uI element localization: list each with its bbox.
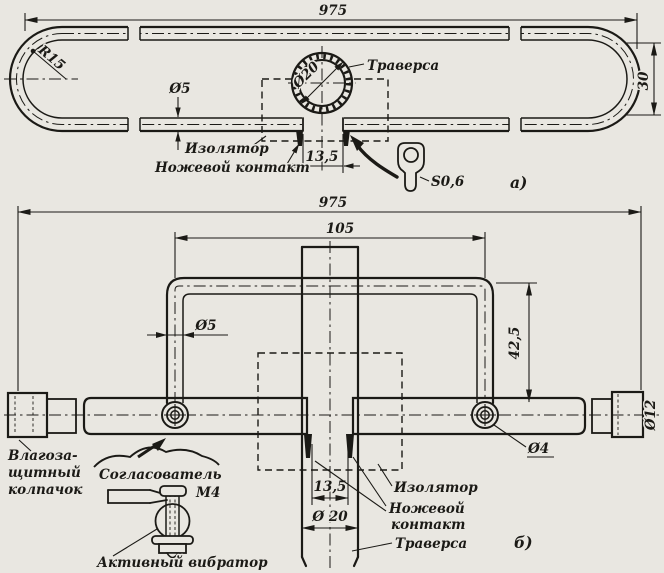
label-active-vibrator: Активный вибратор [95, 528, 270, 573]
label-traverse-b: Траверса [351, 535, 469, 554]
label-matcher: Согласователь [93, 438, 223, 485]
label-traverse-a: Траверса [367, 58, 439, 74]
svg-text:Активный вибратор: Активный вибратор [96, 555, 268, 571]
svg-text:13,5: 13,5 [306, 149, 339, 165]
knife-contact-detail: S0,6 [397, 142, 466, 192]
dim-rivet: Ø4 [493, 424, 554, 459]
svg-text:42,5: 42,5 [507, 327, 523, 360]
dim-length-b: 975 [319, 195, 347, 211]
knife-blade-right-b [346, 434, 354, 458]
svg-text:Ø 20: Ø 20 [311, 509, 348, 525]
svg-text:Согласователь: Согласователь [99, 467, 222, 483]
svg-text:щитный: щитный [8, 465, 81, 481]
knife-contact-tip-right-a [343, 130, 350, 146]
svg-text:30: 30 [636, 71, 652, 90]
view-b: 975 105 [4, 194, 661, 573]
rivet-boss-left [161, 401, 189, 429]
dim-length-a: 975 [319, 3, 347, 19]
boom-cross-section: Ø20 [288, 46, 356, 173]
svg-text:13,5: 13,5 [314, 479, 347, 495]
dim-sheet-thickness: S0,6 [431, 174, 465, 190]
view-b-label: б) [514, 533, 533, 552]
bolt-detail: М4 [107, 484, 222, 559]
svg-text:Ø5: Ø5 [194, 318, 216, 334]
svg-text:Ножевой: Ножевой [388, 501, 465, 517]
dim-boom-dia-b: Ø 20 [301, 508, 359, 531]
svg-text:Ø4: Ø4 [527, 441, 549, 457]
dim-height-a: 30 [626, 42, 661, 116]
matcher-tube [165, 276, 495, 405]
knife-blade-left-b [304, 434, 312, 458]
label-knife-contact-b: Ножевой контакт [314, 456, 467, 535]
active-vibrator-tube [4, 390, 659, 439]
dim-vibrator-dia: Ø12 [643, 400, 659, 432]
pointer-arrow-a [350, 135, 399, 179]
dim-975-a: 975 [24, 2, 638, 49]
dim-bolt: М4 [195, 485, 220, 501]
insulator-box-b [257, 352, 403, 471]
dim-gap-a: 13,5 [286, 134, 360, 173]
svg-text:Изолятор: Изолятор [393, 480, 478, 496]
dim-105: 105 [174, 220, 486, 278]
knife-contact-tip-left-a [296, 130, 303, 146]
dim-975-b: 975 [17, 194, 642, 391]
boom-vertical [300, 241, 360, 569]
dim-gap-b: 13,5 [311, 444, 349, 505]
view-a-label: а) [510, 173, 527, 192]
svg-text:105: 105 [326, 221, 354, 237]
rivet-boss-right [471, 401, 499, 429]
dim-r15: R15 [4, 40, 78, 80]
svg-text:Влагоза-: Влагоза- [7, 448, 78, 464]
label-insulator-a: Изолятор [184, 141, 269, 157]
label-moisture-cap: Влагоза- щитный колпачок [6, 439, 85, 500]
dim-425: 42,5 [496, 282, 537, 403]
svg-text:Ø5: Ø5 [168, 81, 190, 97]
label-insulator-b: Изолятор [377, 463, 480, 498]
dim-tube-dia-a: Ø5 [167, 80, 192, 150]
tube-break-ends [127, 27, 522, 131]
svg-text:колпачок: колпачок [8, 482, 83, 498]
folded-element-top-view [8, 25, 642, 134]
dim-tube-dia-b: Ø5 [147, 317, 228, 338]
svg-text:Траверса: Траверса [395, 536, 467, 552]
view-a: 975 [4, 2, 661, 194]
svg-text:контакт: контакт [391, 517, 465, 533]
label-knife-contact-a: Ножевой контакт [154, 160, 310, 176]
